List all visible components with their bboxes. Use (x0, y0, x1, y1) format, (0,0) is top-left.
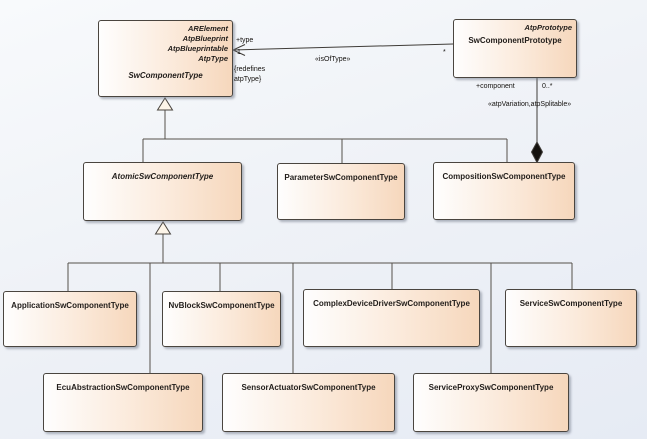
redefines-label-line2: atpType} (234, 76, 262, 83)
generalization-tree-atomicswcomponenttype[interactable] (67, 221, 573, 373)
class-sensoractuatorswcomponenttype[interactable]: SensorActuatorSwComponentType (222, 373, 395, 432)
class-applicationswcomponenttype[interactable]: ApplicationSwComponentType (3, 291, 137, 347)
role-label-component: +component (476, 83, 515, 90)
inherited-classifier: AtpBlueprintable (167, 44, 228, 53)
class-complexdevicedriverswcomponenttype[interactable]: ComplexDeviceDriverSwComponentType (303, 289, 480, 347)
class-name: SwComponentPrototype (468, 36, 562, 45)
class-serviceproxyswcomponenttype[interactable]: ServiceProxySwComponentType (413, 373, 569, 432)
generalization-arrow-icon (154, 221, 172, 235)
class-atomicswcomponenttype[interactable]: AtomicSwComponentType (83, 162, 242, 221)
multiplicity-label-component: 0..* (542, 83, 553, 90)
inherited-classifier-list: AtpPrototype (454, 20, 576, 33)
stereotype-label-atpvariation: «atpVariation,atpSplitable» (488, 101, 572, 108)
class-name: CompositionSwComponentType (442, 172, 566, 181)
composition-diamond-icon (530, 140, 544, 164)
inherited-classifier: AtpBlueprint (182, 34, 228, 43)
class-ecuabstractionswcomponenttype[interactable]: EcuAbstractionSwComponentType (43, 373, 203, 432)
class-swcomponentprototype[interactable]: AtpPrototype SwComponentPrototype (453, 19, 577, 78)
class-serviceswcomponenttype[interactable]: ServiceSwComponentType (505, 289, 637, 347)
class-name: ComplexDeviceDriverSwComponentType (313, 299, 470, 308)
class-name: NvBlockSwComponentType (168, 301, 275, 310)
class-name: ApplicationSwComponentType (11, 301, 129, 310)
class-name: ServiceProxySwComponentType (428, 383, 554, 392)
generalization-tree-swcomponenttype[interactable] (142, 97, 508, 163)
inherited-classifier: AtpPrototype (524, 23, 573, 32)
generalization-arrow-icon (156, 97, 174, 111)
redefines-label-line1: {redefines (234, 66, 266, 73)
class-compositionswcomponenttype[interactable]: CompositionSwComponentType (433, 162, 575, 220)
inherited-classifier: ARElement (187, 24, 228, 33)
class-name: AtomicSwComponentType (111, 172, 214, 181)
class-name: SwComponentType (128, 71, 203, 80)
class-name: ParameterSwComponentType (284, 173, 398, 182)
class-swcomponenttype[interactable]: ARElement AtpBlueprint AtpBlueprintable … (98, 20, 233, 97)
class-name: EcuAbstractionSwComponentType (56, 383, 190, 392)
multiplicity-label-prototype: * (443, 49, 446, 56)
multiplicity-label-type: 1 (237, 49, 241, 56)
class-name: ServiceSwComponentType (519, 299, 623, 308)
role-label-type: +type (236, 37, 254, 44)
association-isoftype[interactable] (231, 43, 454, 56)
class-name: SensorActuatorSwComponentType (241, 383, 376, 392)
class-parameterswcomponenttype[interactable]: ParameterSwComponentType (277, 163, 405, 220)
composition-component[interactable] (530, 78, 544, 164)
inherited-classifier-list: ARElement AtpBlueprint AtpBlueprintable … (99, 21, 232, 64)
stereotype-label-isoftype: «isOfType» (315, 56, 351, 63)
class-nvblockswcomponenttype[interactable]: NvBlockSwComponentType (162, 291, 281, 347)
open-arrow-icon (231, 44, 246, 56)
inherited-classifier: AtpType (198, 54, 228, 63)
